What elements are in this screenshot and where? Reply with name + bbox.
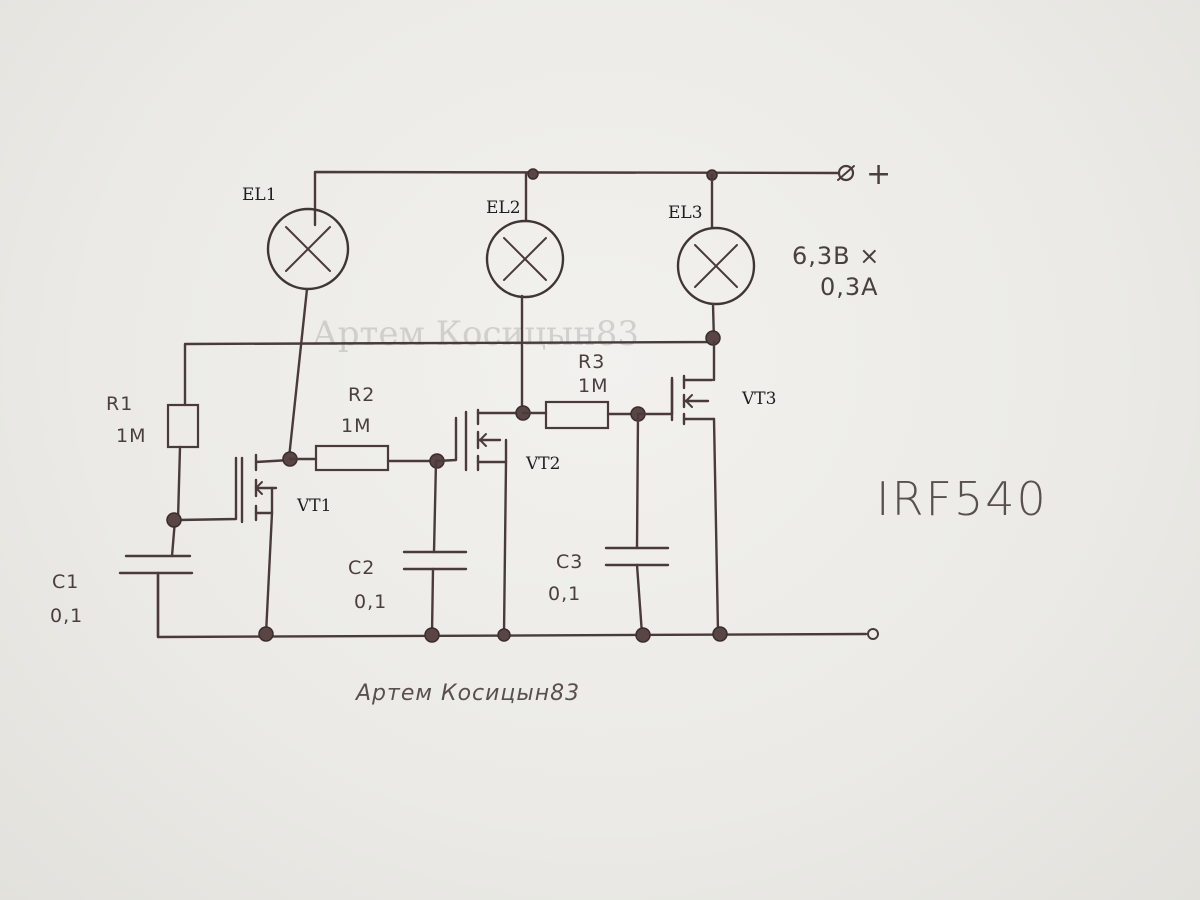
lamp-el1-label: EL1 [242,185,277,205]
transistor-vt2-label: VT2 [525,454,560,474]
lamp-el2 [485,172,565,299]
transistor-type-label: IRF540 [876,472,1048,526]
capacitor-c2 [402,459,468,636]
author-signature: Артем Косицын83 [354,681,580,706]
lamp-el2-icon [485,219,565,299]
rail-node-el2 [527,168,539,180]
resistor-r2 [288,444,440,472]
watermark-text: Артем Косицын83 [312,314,639,354]
negative-terminal-icon [867,628,879,640]
ground-node-c2 [424,627,440,643]
capacitor-c3-label: C3 [556,551,583,573]
lamp-rating-line1: 6,3В × [792,242,880,270]
resistor-r1 [166,403,200,522]
transistor-vt3-label: VT3 [741,389,776,409]
capacitor-c1-value: 0,1 [50,605,83,627]
ground-node-vt1 [258,626,274,642]
resistor-r3-icon [544,400,610,430]
capacitor-c2-label: C2 [348,557,375,579]
lamp-el1 [266,207,350,291]
positive-rail [313,164,855,227]
resistor-r3-label: R3 [578,351,605,373]
positive-terminal-icon [837,164,855,182]
resistor-r3-value: 1М [578,375,608,397]
positive-terminal-label: + [866,157,892,192]
capacitor-c1-label: C1 [52,571,79,593]
resistor-r1-label: R1 [106,393,133,415]
ground-node-vt2 [497,628,511,642]
capacitor-c3-value: 0,1 [548,583,581,605]
resistor-r3 [521,400,642,430]
resistor-r2-label: R2 [348,384,375,406]
capacitor-c1 [118,518,194,639]
ground-node-c3 [635,627,651,643]
feedback-wire [183,302,721,407]
mosfet-vt2 [435,408,526,636]
resistor-r2-value: 1М [341,415,371,437]
lamp-el3-icon [676,226,756,306]
resistor-r1-icon [166,403,200,449]
capacitor-c2-value: 0,1 [354,591,387,613]
resistor-r1-value: 1М [116,425,146,447]
lamp-el3-label: EL3 [668,203,703,223]
vt1-gate-node [166,512,182,528]
mosfet-vt3 [636,340,720,634]
lamp-el2-label: EL2 [486,198,521,218]
capacitor-c3 [604,412,670,636]
transistor-vt1-label: VT1 [296,496,331,516]
lamp-el3 [676,173,756,306]
lamp-rating-line2: 0,3А [820,273,879,301]
resistor-r2-icon [314,444,390,472]
mosfet-vt1 [240,453,292,636]
ground-node-vt3 [712,626,728,642]
